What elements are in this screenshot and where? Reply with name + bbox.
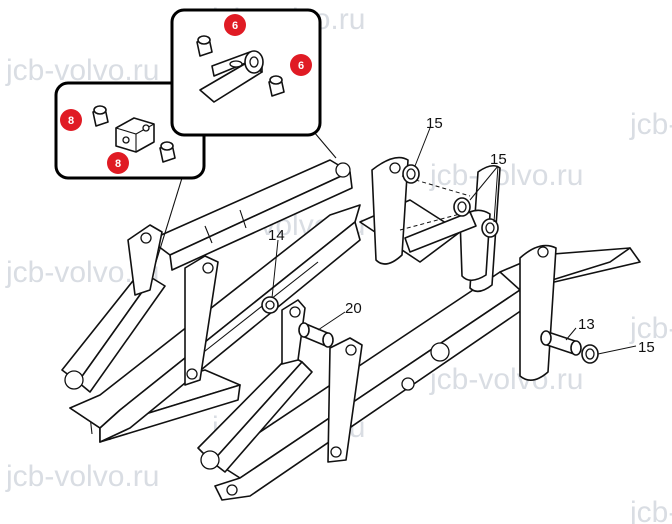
part-number-badge: [224, 14, 246, 36]
badge-label: 8: [68, 115, 74, 127]
part-number-badge: [107, 152, 129, 174]
part-number-badge: [60, 109, 82, 131]
badge-label: 6: [232, 20, 238, 32]
loader-frame: [61, 127, 641, 501]
lower-detail-inset: 8 8: [54, 81, 206, 263]
watermark: jcb-volvo.ru: [629, 496, 672, 524]
callout-15: 15: [490, 151, 507, 168]
left-rocker-link: [184, 255, 219, 386]
watermark: jcb-volvo.ru: [5, 460, 159, 493]
front-mount-plate: [519, 244, 557, 381]
upper-bellcrank-left: [371, 156, 409, 265]
watermark: jcb-volvo.ru: [629, 108, 672, 141]
callout-15: 15: [638, 339, 655, 356]
callout-15: 15: [426, 115, 443, 132]
upper-detail-inset: 6 6: [170, 8, 337, 159]
part-number-badge: [290, 54, 312, 76]
callout-20: 20: [345, 300, 362, 317]
badge-label: 8: [115, 158, 121, 170]
badge-label: 6: [298, 60, 304, 72]
callout-13: 13: [578, 316, 595, 333]
center-rocker-link: [327, 337, 363, 463]
watermark: jcb-volvo.ru: [429, 363, 583, 396]
watermark: jcb-volvo.ru: [429, 159, 583, 192]
callout-labels: 15 15 14 20 13 15: [268, 115, 655, 356]
callout-14: 14: [268, 227, 285, 244]
tie-link: [404, 211, 477, 253]
watermark: jcb-volvo.ru: [629, 312, 672, 345]
